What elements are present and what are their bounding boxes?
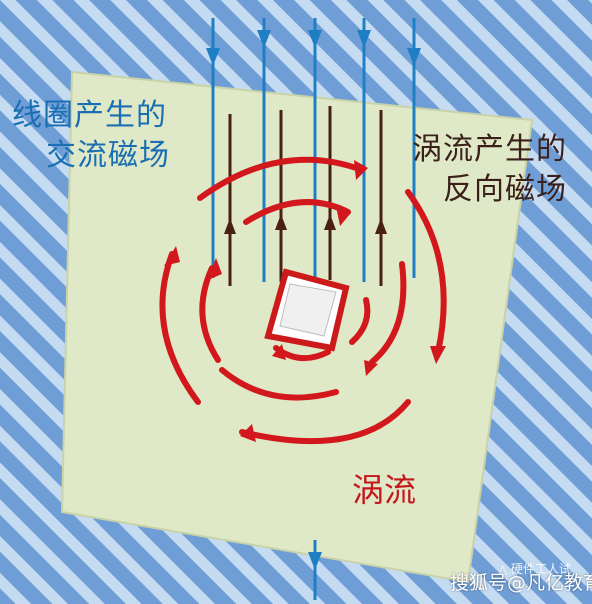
middle-eddy-ring-left bbox=[199, 265, 221, 363]
outer-eddy-ring-top bbox=[405, 189, 447, 355]
reverse-field-label-line2: 反向磁场 bbox=[443, 172, 567, 207]
outer-eddy-ring-left bbox=[159, 251, 201, 405]
coil-field-label-line2: 交流磁场 bbox=[46, 138, 170, 173]
reverse-field-label: 涡流产生的 反向磁场 bbox=[412, 130, 567, 210]
outer-eddy-ring-bottom bbox=[239, 399, 411, 445]
reverse-field-label-line1: 涡流产生的 bbox=[412, 132, 567, 167]
conductor-block bbox=[264, 268, 350, 352]
blue-down-arrow-icon bbox=[206, 30, 421, 570]
middle-eddy-ring-top bbox=[197, 156, 365, 201]
red-circular-arrow-icon bbox=[164, 160, 446, 442]
middle-eddy-ring-bottom bbox=[219, 367, 339, 401]
middle-eddy-ring-right bbox=[369, 261, 407, 365]
eddy-current-label: 涡流 bbox=[352, 471, 417, 509]
watermark: 搜狐号@凡亿教育 bbox=[450, 572, 592, 594]
dark-up-arrow-icon bbox=[224, 214, 387, 234]
coil-field-label-line1: 线圈产生的 bbox=[12, 98, 167, 133]
inner-eddy-ring-right bbox=[349, 297, 371, 345]
reverse-field-lines bbox=[228, 106, 383, 286]
coil-field-label: 线圈产生的 交流磁场 bbox=[12, 96, 170, 176]
watermark-small: △ 硬件工人试 bbox=[498, 562, 572, 576]
